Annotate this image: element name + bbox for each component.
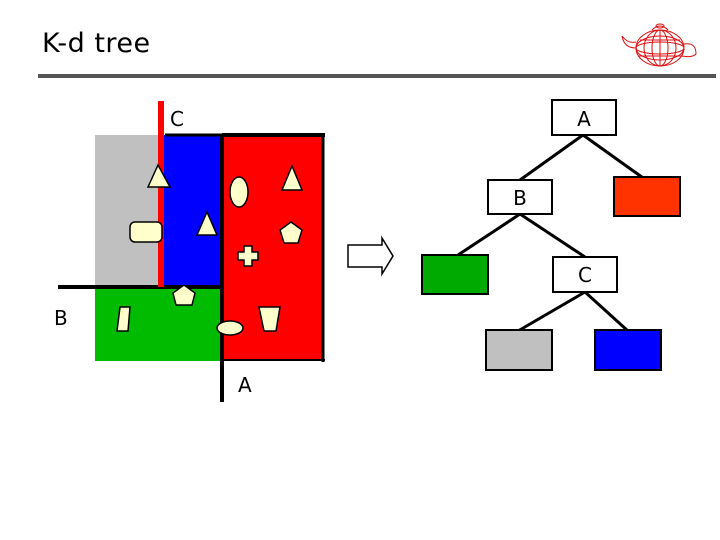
tree-node-a-label: A [577, 107, 591, 131]
tree-edge [517, 290, 586, 333]
rounded-rect-object [129, 221, 163, 243]
tree-node-c-label: C [578, 263, 592, 287]
tree-node-b [487, 179, 553, 215]
tree-edge [519, 212, 586, 259]
ellipse-object [216, 320, 244, 336]
tree-leaf-green [421, 254, 489, 295]
tree-edge [519, 133, 584, 182]
tree-node-a [551, 99, 617, 136]
slide-title: K-d tree [42, 28, 151, 59]
region-gray [95, 135, 165, 287]
teapot-wireframe-icon [621, 23, 697, 67]
split-label-a: A [238, 373, 252, 397]
pentagon-object [172, 284, 196, 306]
tree-node-b-label: B [513, 186, 527, 210]
triangle-object [280, 164, 304, 191]
split-label-c: C [170, 107, 184, 131]
tree-leaf-red [613, 176, 681, 217]
ellipse-object [229, 176, 249, 208]
tree-edge [582, 133, 647, 182]
tree-leaf-blue [594, 329, 662, 371]
triangle-object [146, 163, 172, 188]
pentagon-object [279, 221, 303, 244]
cross-object [237, 245, 259, 267]
title-underline [38, 74, 716, 78]
region-blue [160, 135, 222, 287]
parallelogram-object [116, 306, 131, 332]
split-label-b: B [54, 306, 68, 330]
region-green [95, 287, 222, 361]
trapezoid-object [258, 306, 281, 332]
triangle-object [195, 210, 219, 236]
right-arrow-icon [347, 235, 394, 277]
tree-node-c [552, 256, 618, 293]
tree-edge [583, 290, 630, 333]
tree-edge [454, 212, 521, 259]
tree-leaf-gray [485, 329, 553, 371]
